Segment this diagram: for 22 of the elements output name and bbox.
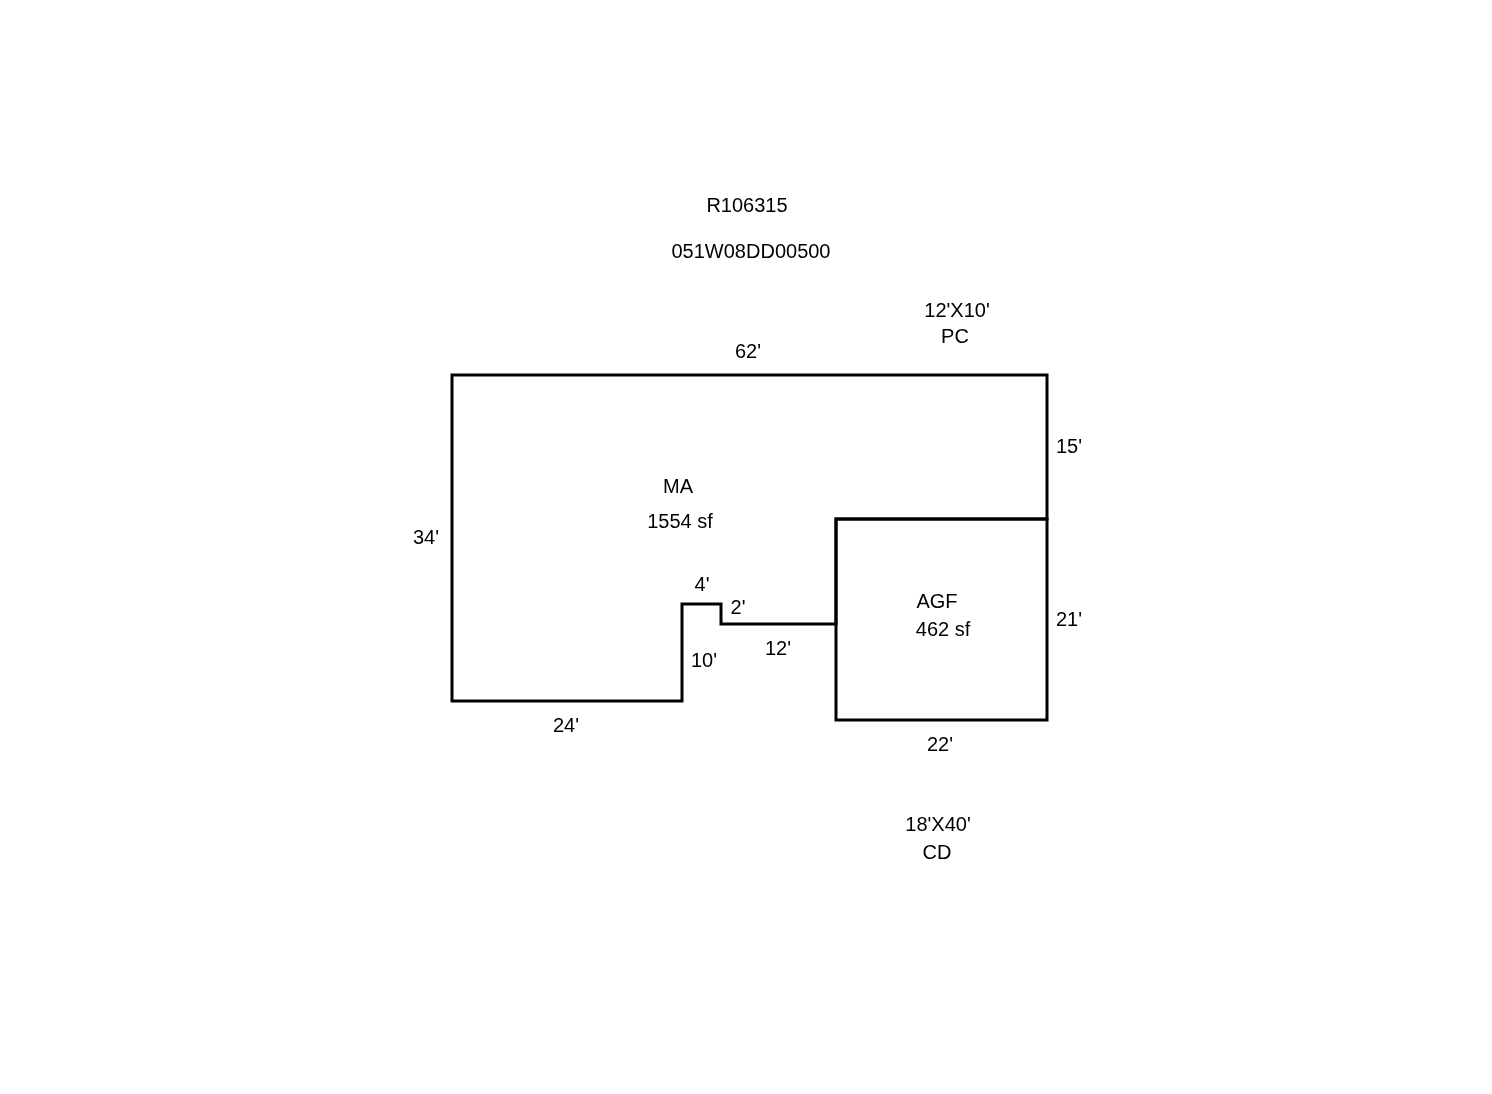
parcel-number: R106315 xyxy=(706,194,788,216)
dimension-label: 4' xyxy=(694,573,710,595)
dimension-label: 22' xyxy=(926,733,954,755)
room-code: MA xyxy=(663,475,693,497)
dimension-label: 24' xyxy=(552,714,580,736)
dimension-label: 21' xyxy=(1055,608,1083,630)
dimension-label: 62' xyxy=(734,340,762,362)
dimension-label: 15' xyxy=(1055,435,1083,457)
area-size: 1554 sf xyxy=(647,510,713,532)
dimension-label: 2' xyxy=(730,596,746,618)
dimension-label: 10' xyxy=(690,649,718,671)
area-code: PC xyxy=(941,325,969,347)
room-outline xyxy=(836,519,1047,720)
room-outline xyxy=(452,375,1047,701)
area-size: 462 sf xyxy=(915,618,971,640)
area-dimensions: 18'X40' xyxy=(905,813,971,835)
area-code: CD xyxy=(922,841,952,863)
map-tax-lot-number: 051W08DD00500 xyxy=(671,240,831,262)
room-code: AGF xyxy=(916,590,958,612)
dimension-label: 12' xyxy=(764,637,792,659)
area-dimensions: 12'X10' xyxy=(924,299,990,321)
dimension-label: 34' xyxy=(412,526,440,548)
